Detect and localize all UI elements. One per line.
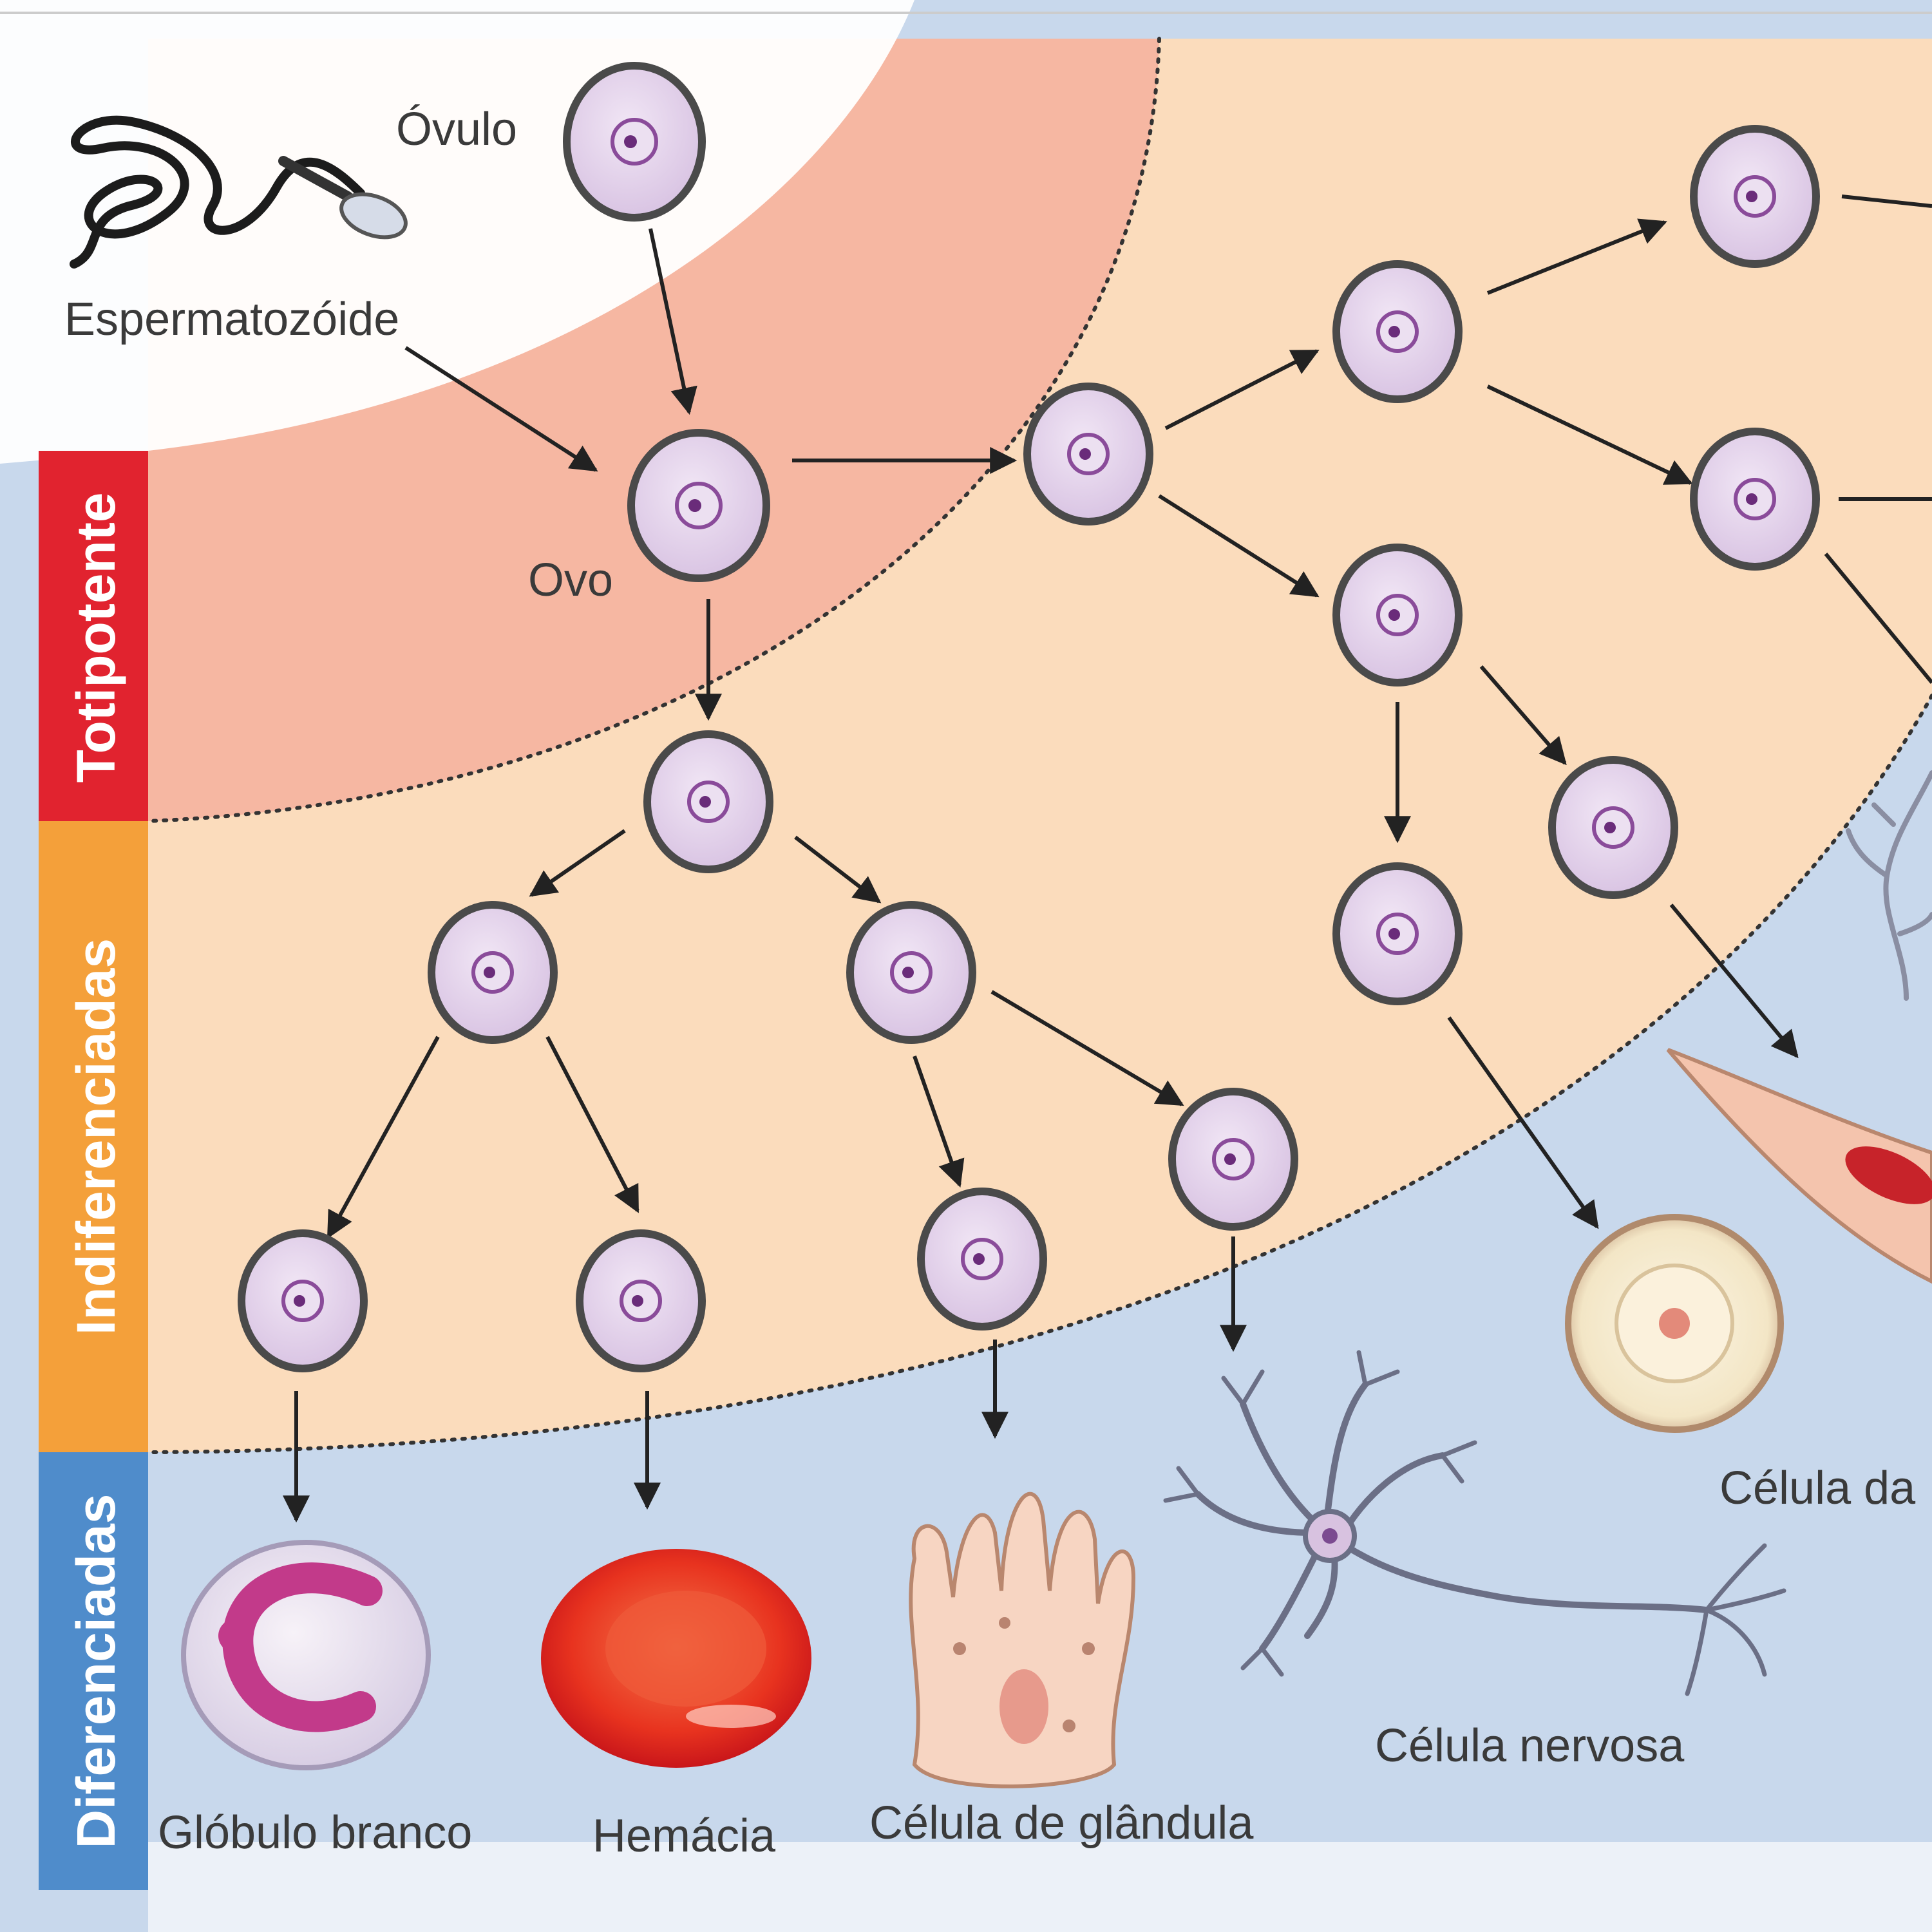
label-hemacia: Hemácia [592,1810,776,1862]
label-celula-da: Célula da [1719,1463,1916,1514]
cell-f2 [576,1229,706,1372]
arrow-c6-down [1669,904,1799,1059]
boundary-indiferenciadas [146,694,1932,1454]
label-globulo-branco: Glóbulo branco [158,1807,472,1859]
cell-c6 [1548,756,1678,899]
label-celula-glandula: Célula de glândula [869,1797,1254,1849]
band-diferenciadas [39,1452,148,1890]
arrow-r1-right [1841,194,1932,208]
cell-c1 [1023,383,1153,526]
cell-f3 [917,1188,1047,1331]
nerve-cell-icon [1163,1350,1786,1696]
cell-r2 [1690,428,1820,571]
cell-f4 [1168,1088,1298,1231]
bottom-fade [148,1842,1932,1932]
arrow-c4-right [1479,665,1567,766]
arrow-c2-top [1486,218,1667,295]
cell-ovo [627,429,770,582]
gland-cell-icon [909,1492,1136,1788]
arrow-c5-down [1447,1016,1599,1229]
egg-cell-icon [1565,1214,1784,1433]
arrow-c1-lower [1158,494,1320,598]
arrows [283,194,1932,1523]
cell-e1 [428,901,558,1044]
stem-cells [238,62,1820,1372]
cell-c5 [1332,862,1463,1005]
cell-r1 [1690,125,1820,268]
cell-f1 [238,1229,368,1372]
arrow-e2-right [990,990,1184,1106]
sperm-icon [70,115,408,269]
arrow-c1-upper [1164,349,1320,430]
arrow-e2-down [913,1056,965,1188]
arrow-r2-down [1824,553,1932,684]
arrow-d-left [529,829,626,897]
label-espermatozoide: Espermatozóide [64,294,399,345]
arrow-e1-left [327,1036,440,1239]
sidebar-label-totipotente: Totipotente [66,492,126,782]
white-blood-cell-icon [181,1540,431,1770]
label-ovo: Ovo [528,554,613,606]
sidebar-label-indiferenciadas: Indiferenciadas [66,938,126,1335]
arrow-e1-right [545,1036,639,1213]
arrow-d-right [794,835,882,904]
label-celula-nervosa: Célula nervosa [1375,1720,1685,1772]
band-totipotente [39,451,148,821]
boundary-totipotente [146,37,1161,823]
cell-c4 [1332,544,1463,687]
cell-ovulo [563,62,706,222]
cell-d [643,730,773,873]
cell-e2 [846,901,976,1044]
partial-nerve-icon [1846,770,1932,1001]
red-blood-cell-icon [541,1549,811,1768]
label-ovulo: Óvulo [396,104,517,155]
arrow-ovulo-ovo [649,228,697,415]
arrow-sperm-ovo [404,346,598,472]
arrow-c2-mid [1486,384,1693,485]
sidebar-label-diferenciadas: Diferenciadas [66,1494,126,1849]
band-indiferenciadas [39,821,148,1452]
cell-c2 [1332,260,1463,403]
